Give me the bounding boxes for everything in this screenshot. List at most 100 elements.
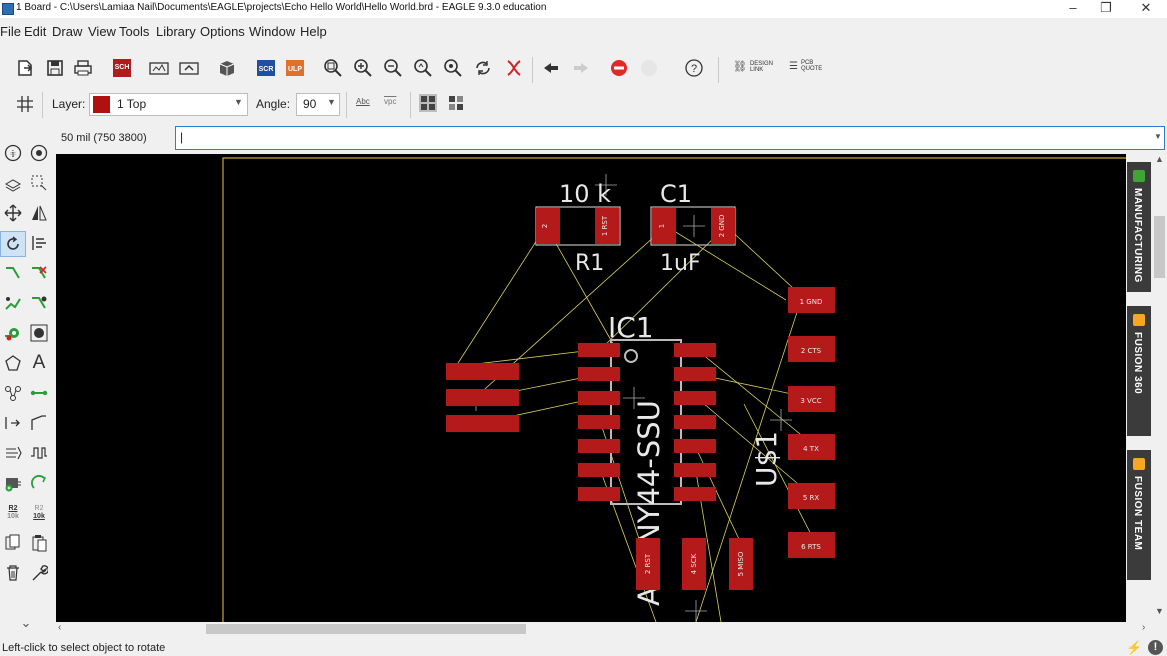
mirror-text-button[interactable]: Abc xyxy=(356,97,370,106)
horizontal-scrollbar[interactable]: ‹ › xyxy=(56,622,1152,636)
fusion-icon xyxy=(1133,314,1145,326)
undo-icon[interactable] xyxy=(540,57,562,79)
autorouter-icon[interactable] xyxy=(2,292,24,314)
redraw-icon[interactable] xyxy=(472,57,494,79)
svg-text:4 TX: 4 TX xyxy=(803,445,819,453)
delete-icon[interactable] xyxy=(2,562,24,584)
via-icon[interactable] xyxy=(2,322,24,344)
mirror-icon[interactable] xyxy=(28,202,50,224)
zoom-last-icon[interactable] xyxy=(442,57,464,79)
toolbar-separator xyxy=(532,57,533,83)
scroll-right-icon[interactable]: › xyxy=(1142,622,1146,633)
main-toolbar: SCH SCR ULP ? ⛓ DESIGN LINK ☰ PCB QUOTE xyxy=(0,51,1167,89)
svg-text:2 CTS: 2 CTS xyxy=(801,347,822,355)
menu-tools[interactable]: Tools xyxy=(119,24,150,39)
text-tool-icon[interactable]: A xyxy=(32,352,46,373)
tab-fusion-360[interactable]: FUSION 360 xyxy=(1127,306,1151,436)
rotate-icon[interactable] xyxy=(0,231,26,257)
menu-help[interactable]: Help xyxy=(300,24,327,39)
ulp-icon[interactable]: ULP xyxy=(284,57,306,79)
us1-component[interactable]: 1 GND 2 CTS 3 VCC 4 TX 5 RX 6 RTS U$1 xyxy=(750,287,835,558)
layer-select[interactable]: 1 Top ▼ xyxy=(89,93,248,116)
zoom-select-icon[interactable] xyxy=(412,57,434,79)
pcb-quote-button[interactable]: ☰ PCB QUOTE xyxy=(789,60,823,72)
signal-icon[interactable] xyxy=(2,382,24,404)
zoom-fit-icon[interactable] xyxy=(322,57,344,79)
polygon-icon[interactable] xyxy=(2,352,24,374)
menu-edit[interactable]: Edit xyxy=(24,24,47,39)
vertical-scrollbar[interactable]: ▲ ▼ xyxy=(1152,154,1167,622)
board-canvas[interactable]: 2 1 RST 10 k R1 1 2 GND C1 1uF xyxy=(56,154,1126,622)
line-icon[interactable] xyxy=(28,412,50,434)
export-icon[interactable] xyxy=(178,57,200,79)
optimize-icon[interactable] xyxy=(28,292,50,314)
menu-draw[interactable]: Draw xyxy=(52,24,83,39)
value-icon[interactable]: R2 10k xyxy=(33,505,45,520)
menu-file[interactable]: File xyxy=(0,24,21,39)
info-icon[interactable]: i xyxy=(2,142,24,164)
command-input[interactable]: | ▼ xyxy=(175,126,1165,150)
angle-select[interactable]: 90 ▼ xyxy=(296,93,340,116)
layers-icon[interactable] xyxy=(2,172,24,194)
wire-icon[interactable] xyxy=(28,382,50,404)
horizontal-scroll-thumb[interactable] xyxy=(206,624,526,634)
spin-text-button[interactable]: vpc xyxy=(384,97,397,106)
stop-icon[interactable] xyxy=(608,57,630,79)
tab-fusion-team[interactable]: FUSION TEAM xyxy=(1127,450,1151,580)
swap-icon[interactable] xyxy=(2,412,24,434)
ratsnest-icon[interactable] xyxy=(503,57,525,79)
chevron-down-icon: ▼ xyxy=(1154,132,1162,141)
help-icon[interactable]: ? xyxy=(683,57,705,79)
isp-header[interactable]: 2 RST 4 SCK 5 MISO xyxy=(636,538,753,590)
r1-component[interactable]: 2 1 RST 10 k R1 xyxy=(535,180,621,276)
menu-options[interactable]: Options xyxy=(200,24,245,39)
alert-icon[interactable]: ! xyxy=(1148,640,1163,655)
align-icon[interactable] xyxy=(28,232,50,254)
lightning-icon[interactable]: ⚡ xyxy=(1126,640,1143,655)
design-link-button[interactable]: ⛓ DESIGN LINK xyxy=(733,60,773,74)
meander-icon[interactable] xyxy=(28,442,50,464)
zoom-in-icon[interactable] xyxy=(352,57,374,79)
save-icon[interactable] xyxy=(44,57,66,79)
tab-manufacturing[interactable]: MANUFACTURING xyxy=(1127,162,1151,292)
close-button[interactable]: ✕ xyxy=(1140,0,1152,15)
3d-view-icon[interactable] xyxy=(216,57,238,79)
attributes-icon[interactable] xyxy=(2,442,24,464)
add-part-icon[interactable] xyxy=(2,472,24,494)
show-icon[interactable] xyxy=(28,142,50,164)
maximize-button[interactable]: ❐ xyxy=(1100,0,1112,15)
paste-icon[interactable] xyxy=(28,532,50,554)
minimize-button[interactable]: – xyxy=(1069,0,1077,15)
display-mode-b-icon[interactable] xyxy=(447,94,465,112)
route-icon[interactable] xyxy=(2,262,24,284)
redo-icon[interactable] xyxy=(570,57,592,79)
menu-window[interactable]: Window xyxy=(249,24,296,39)
menu-library[interactable]: Library xyxy=(156,24,196,39)
replace-icon[interactable] xyxy=(28,472,50,494)
ripup-icon[interactable] xyxy=(28,262,50,284)
mark-icon[interactable] xyxy=(28,172,50,194)
cam-icon[interactable] xyxy=(148,57,170,79)
scroll-up-icon[interactable]: ▲ xyxy=(1155,154,1164,164)
scroll-down-icon[interactable]: ▼ xyxy=(1155,606,1164,616)
scroll-left-icon[interactable]: ‹ xyxy=(58,622,62,633)
hole-icon[interactable] xyxy=(28,322,50,344)
display-mode-a-icon[interactable] xyxy=(419,94,437,112)
expand-toolbar-icon[interactable]: ⌄ xyxy=(20,615,32,630)
schematic-icon[interactable]: SCH xyxy=(111,57,133,79)
c1-component[interactable]: 1 2 GND C1 1uF xyxy=(650,180,736,276)
grid-icon[interactable] xyxy=(14,93,36,115)
zoom-out-icon[interactable] xyxy=(382,57,404,79)
script-icon[interactable]: SCR xyxy=(255,57,277,79)
go-icon[interactable] xyxy=(638,57,660,79)
print-icon[interactable] xyxy=(72,57,94,79)
vertical-scroll-thumb[interactable] xyxy=(1154,216,1165,278)
ic1-pads xyxy=(578,343,716,501)
smash-icon[interactable]: R2 10k xyxy=(7,505,19,520)
copy-icon[interactable] xyxy=(2,532,24,554)
open-file-icon[interactable] xyxy=(14,57,36,79)
move-icon[interactable] xyxy=(2,202,24,224)
wrench-icon[interactable] xyxy=(28,562,50,584)
menu-view[interactable]: View xyxy=(88,24,116,39)
left-pads[interactable] xyxy=(446,363,519,432)
